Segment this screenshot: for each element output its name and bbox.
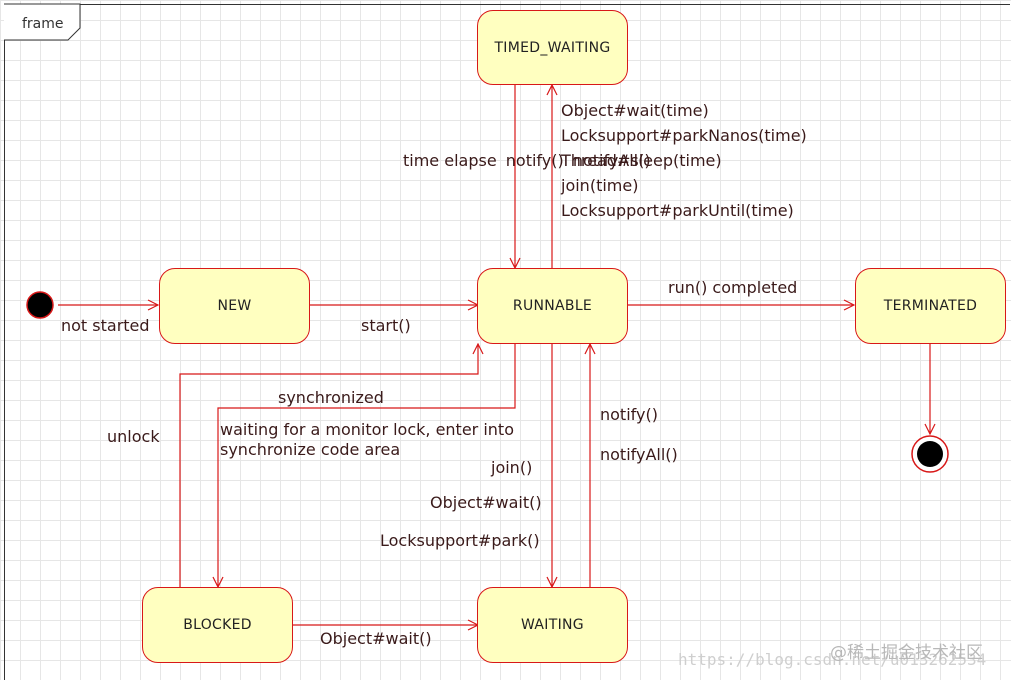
label-time-elapse: time elapse xyxy=(403,151,497,170)
label-synchronized: synchronized xyxy=(278,388,384,407)
arrow-blocked-to-runnable xyxy=(179,344,478,587)
label-object-wait-time: Object#wait(time) xyxy=(561,101,709,120)
label-waiting-monitor-lock: waiting for a monitor lock, enter into xyxy=(220,420,514,439)
state-blocked: BLOCKED xyxy=(142,587,293,663)
state-runnable: RUNNABLE xyxy=(477,268,628,344)
state-terminated-label: TERMINATED xyxy=(883,298,978,314)
label-not-started: not started xyxy=(61,316,150,335)
label-start: start() xyxy=(361,316,411,335)
state-runnable-label: RUNNABLE xyxy=(512,298,593,314)
frame-label: frame xyxy=(22,16,64,32)
label-unlock: unlock xyxy=(107,427,160,446)
label-waiting-notifyall: notifyAll() xyxy=(600,445,678,464)
labels-runnable-to-timed-waiting: Object#wait(time) Locksupport#parkNanos(… xyxy=(561,98,807,223)
final-node-core xyxy=(917,441,943,467)
label-join: join() xyxy=(491,458,533,477)
state-new: NEW xyxy=(159,268,310,344)
initial-node xyxy=(26,291,54,319)
label-parkuntil: Locksupport#parkUntil(time) xyxy=(561,201,794,220)
label-thread-sleep: Thread#sleep(time) xyxy=(561,151,722,170)
arrow-runnable-to-blocked xyxy=(218,344,516,587)
label-notify: notify() xyxy=(505,151,564,170)
state-timed-waiting-label: TIMED_WAITING xyxy=(494,39,611,56)
labels-timed-waiting-to-runnable: time elapse notify() notifyAll() xyxy=(403,150,651,172)
label-blocked-object-wait: Object#wait() xyxy=(320,629,432,648)
frame-border xyxy=(4,4,1010,680)
state-waiting-label: WAITING xyxy=(521,617,584,633)
state-waiting: WAITING xyxy=(477,587,628,663)
state-terminated: TERMINATED xyxy=(855,268,1006,344)
state-timed-waiting: TIMED_WAITING xyxy=(477,10,628,85)
state-blocked-label: BLOCKED xyxy=(183,617,252,633)
label-parknanos: Locksupport#parkNanos(time) xyxy=(561,126,807,145)
label-object-wait: Object#wait() xyxy=(430,493,542,512)
watermark-site: @稀土掘金技术社区 xyxy=(830,643,983,663)
frame-tab xyxy=(4,3,81,41)
label-run-completed: run() completed xyxy=(668,278,798,297)
label-join-time: join(time) xyxy=(561,176,639,195)
label-notifyall: notifyAll() xyxy=(572,151,651,170)
label-waiting-notify: notify() xyxy=(600,405,658,424)
watermark-url: https://blog.csdn.net/u013262534 xyxy=(678,650,987,669)
label-locksupport-park: Locksupport#park() xyxy=(380,531,540,550)
label-synchronize-code-area: synchronize code area xyxy=(220,440,401,459)
state-new-label: NEW xyxy=(217,298,252,314)
